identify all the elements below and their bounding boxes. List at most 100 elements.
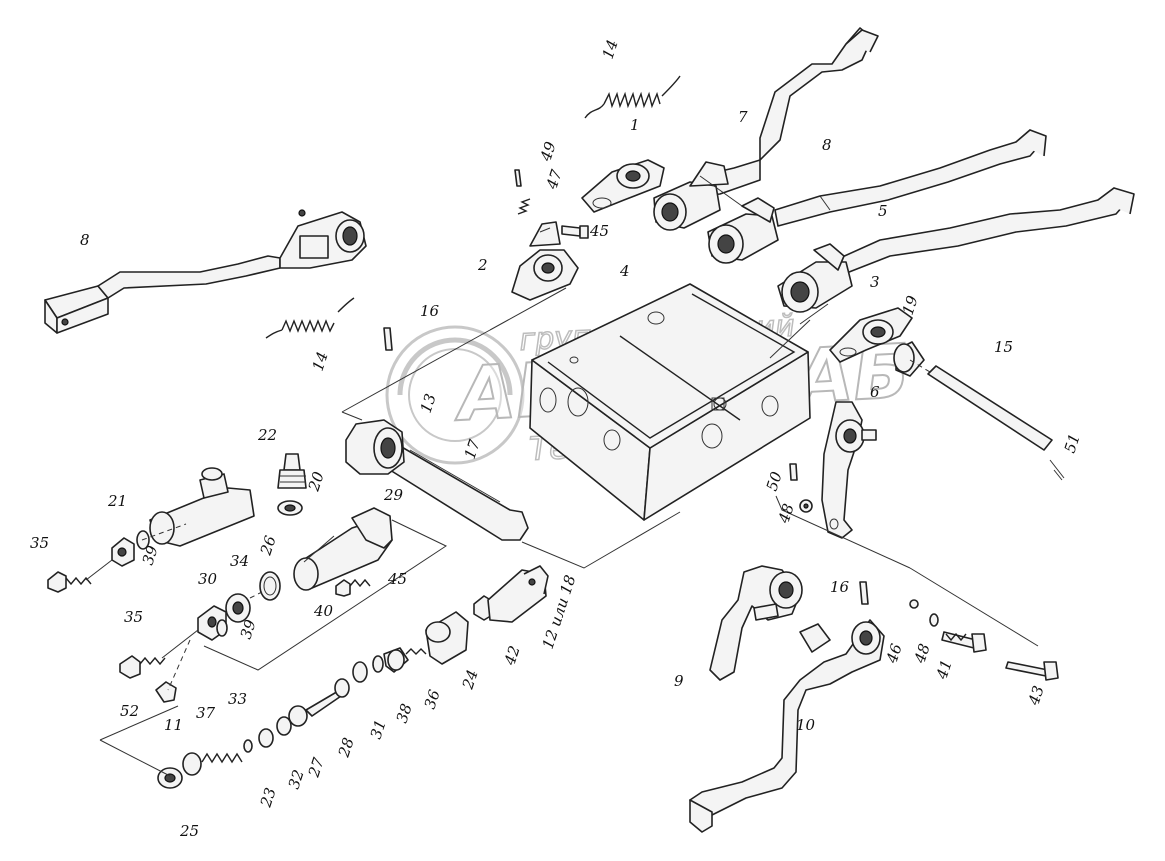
callout-48-bottom: 48 [910, 642, 933, 667]
callout-16-left: 16 [420, 302, 440, 320]
pin-50 [789, 463, 798, 481]
cylinder-21-body [149, 467, 255, 547]
callout-43: 43 [1024, 684, 1047, 709]
shaft-15 [909, 359, 1053, 451]
callout-37: 37 [196, 704, 216, 722]
bracket-3 [829, 307, 913, 363]
callout-30: 30 [198, 570, 218, 588]
lever-7-top [699, 27, 879, 197]
callout-52: 52 [120, 702, 139, 720]
screw-45-top [561, 225, 589, 239]
bracket-1 [581, 159, 665, 213]
callout-32: 32 [285, 768, 308, 792]
bolt-41 [941, 631, 987, 653]
nut-21 [111, 537, 135, 567]
bracket-2 [511, 221, 579, 301]
callout-29: 29 [383, 486, 404, 504]
pin-49 [514, 169, 522, 187]
lever-8-left [44, 209, 367, 334]
callout-27: 27 [304, 755, 327, 780]
lever-8-top [774, 129, 1047, 227]
fitting-34 [225, 593, 251, 623]
callout-42: 42 [500, 644, 523, 669]
washer-23 [258, 728, 274, 748]
bolt-43 [1005, 661, 1059, 681]
callout-48-top: 48 [774, 502, 797, 527]
housing-4 [529, 283, 811, 521]
lever-5-top [839, 187, 1135, 275]
callout-23: 23 [256, 786, 279, 811]
cap-25 [157, 767, 183, 789]
lever-6 [821, 401, 877, 539]
callout-45-mid: 45 [387, 570, 407, 588]
spring-37 [201, 752, 243, 764]
callout-34: 34 [230, 552, 249, 570]
callout-8-left: 8 [80, 231, 90, 249]
callout-35-mid: 35 [124, 608, 143, 626]
callout-16-right: 16 [830, 578, 850, 596]
boot-24 [425, 611, 469, 665]
bolt-35-mid [119, 629, 199, 679]
washer-39-mid [216, 619, 228, 637]
washer-31 [352, 661, 368, 683]
assembly-lines [99, 175, 1039, 777]
callout-40: 40 [313, 602, 334, 620]
callout-1: 1 [630, 116, 640, 134]
callout-7: 7 [738, 108, 748, 126]
callout-20: 20 [304, 469, 327, 494]
callout-51: 51 [1061, 432, 1084, 456]
lever-9 [709, 565, 803, 681]
fork-12 [487, 565, 549, 623]
cylinder-29 [293, 507, 393, 591]
callout-46: 46 [882, 641, 905, 666]
callout-38: 38 [393, 702, 416, 726]
ring-33 [243, 739, 253, 753]
lever-13 [345, 419, 405, 475]
pin-16-right [859, 581, 869, 605]
fastener-46 [909, 599, 919, 609]
callout-24: 24 [458, 668, 481, 693]
callout-28: 28 [334, 736, 357, 761]
hub-7 [653, 161, 729, 231]
callout-2: 2 [477, 256, 488, 274]
lever-10 [689, 619, 885, 833]
pin-51 [1049, 459, 1065, 481]
shaft-17 [389, 445, 529, 541]
rod-28 [305, 678, 350, 717]
callout-21: 21 [107, 492, 127, 510]
spring-14-top [584, 75, 681, 119]
callout-5: 5 [878, 202, 888, 220]
callout-9: 9 [674, 672, 684, 690]
bolt-35-top [47, 559, 113, 593]
callout-47: 47 [542, 167, 565, 192]
callout-14-left: 14 [309, 350, 332, 374]
washer-20 [277, 500, 303, 516]
hub-8 [707, 197, 779, 264]
callout-26: 26 [256, 533, 279, 558]
bushing-36 [383, 647, 427, 673]
callout-22: 22 [257, 426, 277, 444]
callout-15: 15 [994, 338, 1013, 356]
washer-32 [276, 716, 292, 736]
seal-11 [182, 752, 202, 776]
callout-39-mid: 39 [237, 617, 260, 641]
callout-36: 36 [421, 687, 444, 711]
ring-38 [372, 655, 384, 673]
o-ring-26 [259, 571, 281, 601]
callout-17: 17 [461, 437, 484, 461]
callout-13: 13 [417, 392, 440, 416]
bolt-45-mid [335, 578, 371, 597]
callout-6: 6 [870, 383, 880, 401]
callout-50: 50 [763, 469, 786, 493]
callout-33: 33 [228, 690, 247, 708]
callout-14-top: 14 [599, 38, 622, 62]
nut-27 [288, 705, 308, 727]
callout-4: 4 [619, 262, 630, 280]
callout-8-top: 8 [822, 136, 832, 154]
fitting-52 [155, 681, 177, 703]
fitting-22 [277, 453, 307, 489]
washer-48-bottom [929, 613, 939, 627]
hub-5 [777, 243, 853, 313]
nut-48-top [799, 499, 813, 513]
